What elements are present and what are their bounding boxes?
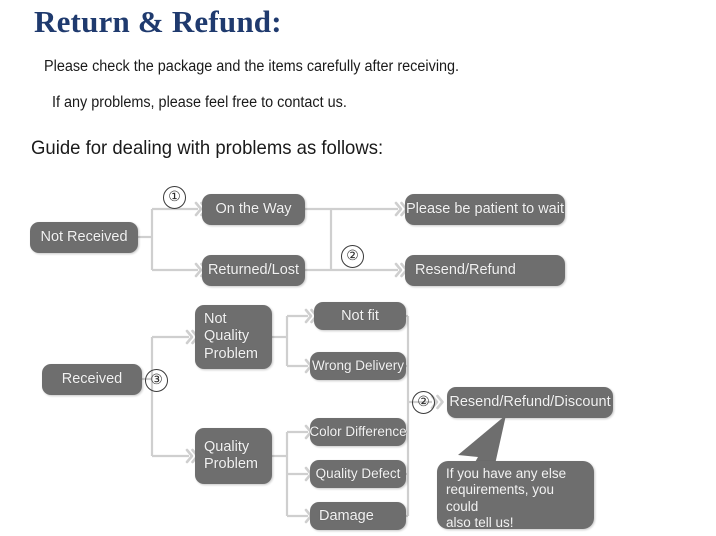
- callout-pointer-icon: [458, 415, 506, 471]
- node-line-1: Quality: [204, 438, 250, 455]
- node-please-be-patient-to-wait[interactable]: Please be patient to wait: [405, 194, 565, 225]
- node-line-3: Problem: [204, 345, 258, 362]
- node-not-fit[interactable]: Not fit: [314, 302, 406, 330]
- intro-line-1: Please check the package and the items c…: [44, 58, 460, 75]
- node-not-received[interactable]: Not Received: [30, 222, 138, 253]
- node-damage[interactable]: Damage: [310, 502, 406, 530]
- node-quality-problem[interactable]: Quality Problem: [195, 428, 272, 484]
- node-line-2: Quality: [204, 328, 250, 345]
- node-wrong-delivery[interactable]: Wrong Delivery: [310, 352, 406, 380]
- node-on-the-way[interactable]: On the Way: [202, 194, 305, 225]
- node-quality-defect[interactable]: Quality Defect: [310, 460, 406, 488]
- callout-bubble: If you have any else requirements, you c…: [437, 461, 594, 531]
- page-title: Return & Refund:: [34, 4, 282, 39]
- node-color-difference[interactable]: Color Difference: [309, 418, 407, 446]
- step-marker-1: ①: [163, 186, 186, 209]
- node-line-2: Problem: [204, 456, 258, 472]
- node-not-quality-problem[interactable]: Not Quality Problem: [195, 305, 272, 369]
- step-marker-2-bottom: ②: [412, 391, 435, 414]
- callout-line-2: requirements, you could: [446, 482, 555, 514]
- node-resend-refund-discount[interactable]: Resend/Refund/Discount: [447, 387, 613, 418]
- intro-line-2: If any problems, please feel free to con…: [52, 94, 347, 111]
- node-resend-refund[interactable]: Resend/Refund: [405, 255, 565, 286]
- step-marker-2-top: ②: [341, 245, 364, 268]
- guide-heading: Guide for dealing with problems as follo…: [31, 137, 384, 159]
- callout-line-3: also tell us!: [446, 515, 514, 531]
- node-line-1: Not: [204, 311, 227, 328]
- node-returned-lost[interactable]: Returned/Lost: [202, 255, 305, 286]
- step-marker-3: ③: [145, 369, 168, 392]
- node-received[interactable]: Received: [42, 364, 142, 395]
- callout-line-1: If you have any else: [446, 466, 567, 481]
